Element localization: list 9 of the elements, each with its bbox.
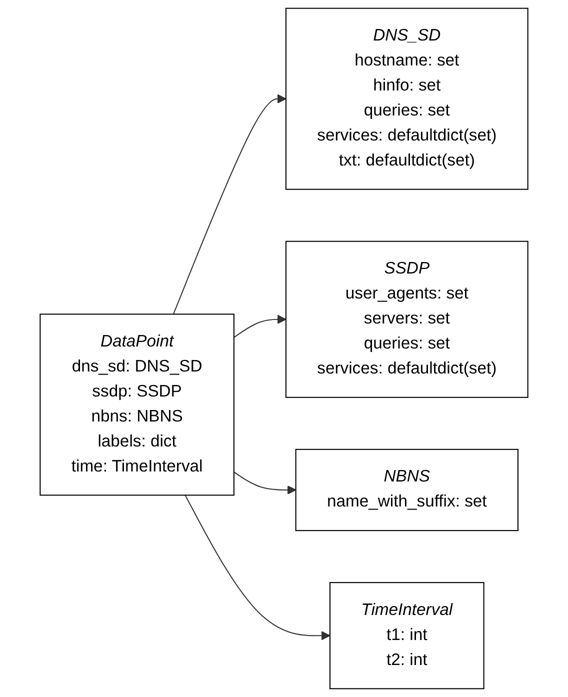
- node-box: DNS_SD hostname: set hinfo: set queries: set services: defaultdict(set) txt: defaultdict(set): [285, 8, 528, 190]
- arrow: [172, 94, 286, 314]
- arrow: [184, 494, 330, 640]
- node-box: NBNS name_with_suffix: set: [295, 448, 518, 532]
- arrow: [234, 314, 286, 338]
- node-box: TimeInterval t1: int t2: int: [329, 582, 484, 690]
- arrow: [234, 472, 296, 495]
- node-box: DataPoint dns_sd: DNS_SD ssdp: SSDP nbns: NBNS labels: dict time: TimeInterval: [40, 314, 234, 496]
- node-box: SSDP user_agents: set servers: set queries: set services: defaultdict(set): [285, 240, 528, 398]
